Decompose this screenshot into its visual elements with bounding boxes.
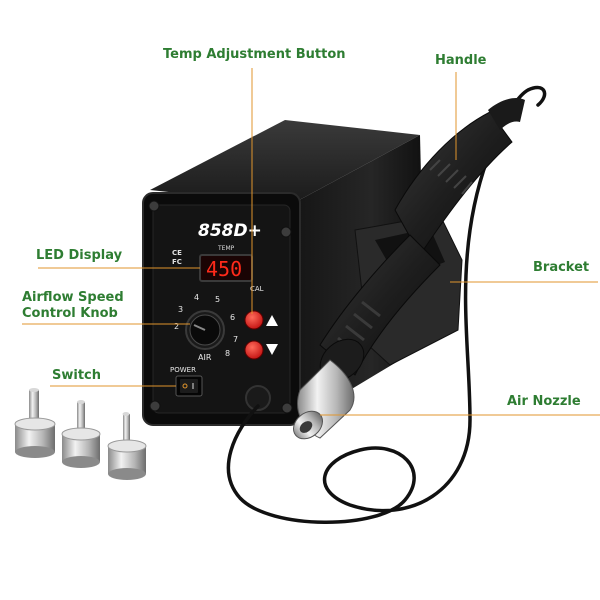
cal-label: CAL bbox=[250, 285, 264, 293]
temp-sublabel: TEMP bbox=[217, 245, 235, 252]
screw-icon bbox=[280, 226, 292, 238]
triangle-down-icon bbox=[266, 344, 278, 355]
spare-nozzle bbox=[61, 400, 101, 468]
label-temp-adjustment-button: Temp Adjustment Button bbox=[163, 47, 346, 62]
cable-outlet bbox=[245, 385, 271, 411]
label-air-nozzle: Air Nozzle bbox=[507, 394, 581, 409]
label-led-display: LED Display bbox=[36, 248, 123, 263]
label-handle: Handle bbox=[435, 53, 487, 68]
power-switch-rocker bbox=[180, 379, 198, 393]
station-top-face bbox=[150, 120, 420, 205]
airflow-knob-pointer bbox=[193, 324, 206, 331]
screw-icon bbox=[149, 400, 161, 412]
power-on-mark-icon bbox=[182, 383, 188, 389]
screw-icon bbox=[281, 402, 293, 414]
spare-nozzle bbox=[14, 388, 56, 458]
model-label: 858D+ bbox=[198, 221, 262, 241]
spare-nozzle bbox=[107, 412, 147, 480]
led-display-value: 450 bbox=[206, 257, 242, 281]
label-airflow-speed-control-knob: Airflow Speed Control Knob bbox=[22, 290, 124, 321]
handle bbox=[394, 111, 513, 256]
front-panel-inner bbox=[152, 204, 291, 414]
air-label: AIR bbox=[198, 353, 212, 362]
handle-grip-vents bbox=[429, 159, 473, 195]
dial-number: 2 bbox=[174, 322, 179, 331]
air-nozzle-hole bbox=[299, 421, 313, 433]
fc-mark: FC bbox=[172, 258, 182, 266]
dial-number: 6 bbox=[230, 313, 235, 322]
label-switch: Switch bbox=[52, 368, 102, 383]
temp-up-button[interactable] bbox=[244, 310, 264, 330]
triangle-up-icon bbox=[266, 315, 278, 326]
dial-number: 8 bbox=[225, 349, 230, 358]
dial-number: 7 bbox=[233, 335, 238, 344]
label-bracket: Bracket bbox=[533, 260, 590, 275]
screw-icon bbox=[148, 200, 160, 212]
dial-number: 3 bbox=[178, 305, 183, 314]
ce-mark: CE bbox=[172, 249, 182, 257]
dial-number: 5 bbox=[215, 295, 220, 304]
handle-tail bbox=[488, 98, 525, 130]
dial-number: 4 bbox=[194, 293, 199, 302]
power-label: POWER bbox=[170, 366, 196, 374]
temp-down-button[interactable] bbox=[244, 340, 264, 360]
